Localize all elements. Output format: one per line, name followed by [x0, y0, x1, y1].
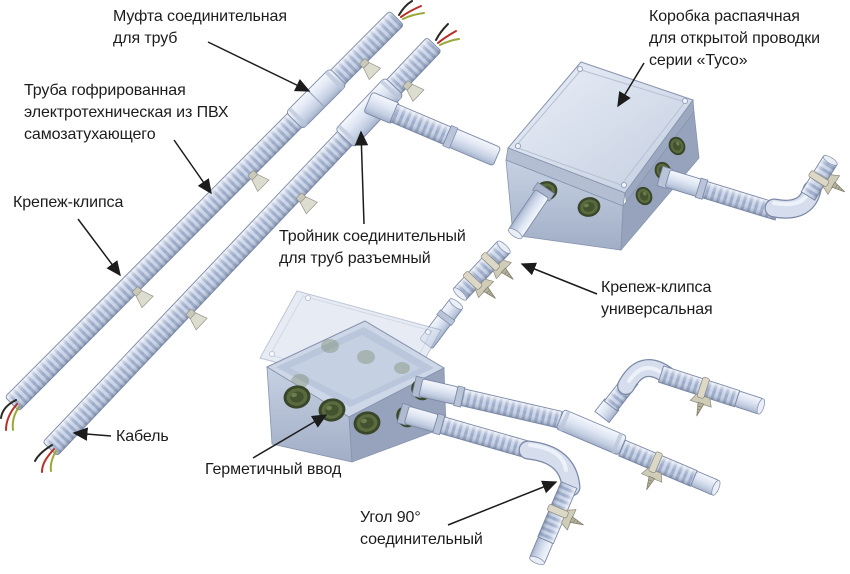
label-sealed-entry: Герметичный ввод [205, 461, 342, 478]
arrow-ugol [447, 480, 558, 526]
arrow-germovvod [252, 414, 328, 459]
junction-box-closed [505, 61, 700, 252]
arrow-troynik [354, 130, 369, 225]
label-clip: Крепеж-клипса [13, 194, 124, 211]
pipe-run-upper [411, 375, 563, 429]
arrow-truba [173, 139, 212, 195]
label-cable: Кабель [116, 428, 169, 445]
elbow-tip-tube [800, 155, 850, 202]
down-leg-tube [529, 481, 589, 566]
tee-coupling-center [556, 409, 627, 455]
label-elbow-90: Угол 90° соединительный [360, 509, 483, 548]
clipped-connector-tube [453, 240, 522, 307]
arrow-krepezh-universal [520, 262, 598, 295]
corrugated-tube-2 [43, 38, 441, 456]
label-universal-clip: Крепеж-клипса универсальная [601, 279, 713, 318]
tube-coupling [287, 69, 346, 128]
arrow-kabel [72, 427, 112, 441]
junction-box-open [259, 290, 447, 463]
label-tee: Тройник соединительный для труб разъемны… [279, 228, 466, 267]
lid-screw [515, 66, 689, 188]
arrow-mufta [207, 41, 311, 92]
tee-branch-tube [364, 92, 501, 166]
box-right-pipe [656, 165, 781, 221]
lower-run-tube [618, 439, 721, 496]
label-corrugated-tube: Труба гофрированная электротехническая и… [24, 82, 229, 143]
top-run-tube [657, 365, 766, 420]
elbow-90-connector [518, 440, 581, 497]
box-stub-pipe [507, 181, 555, 240]
arrow-korobka [617, 62, 645, 108]
label-coupling: Муфта соединительная для труб [113, 8, 287, 47]
label-junction-box: Коробка распаячная для открытой проводки… [649, 8, 820, 69]
arrow-krepezh [77, 218, 121, 277]
cable-wires [0, 0, 460, 473]
leader-arrows [72, 41, 645, 526]
knockout-marks [291, 339, 410, 388]
pipe-run-lower [396, 402, 538, 461]
